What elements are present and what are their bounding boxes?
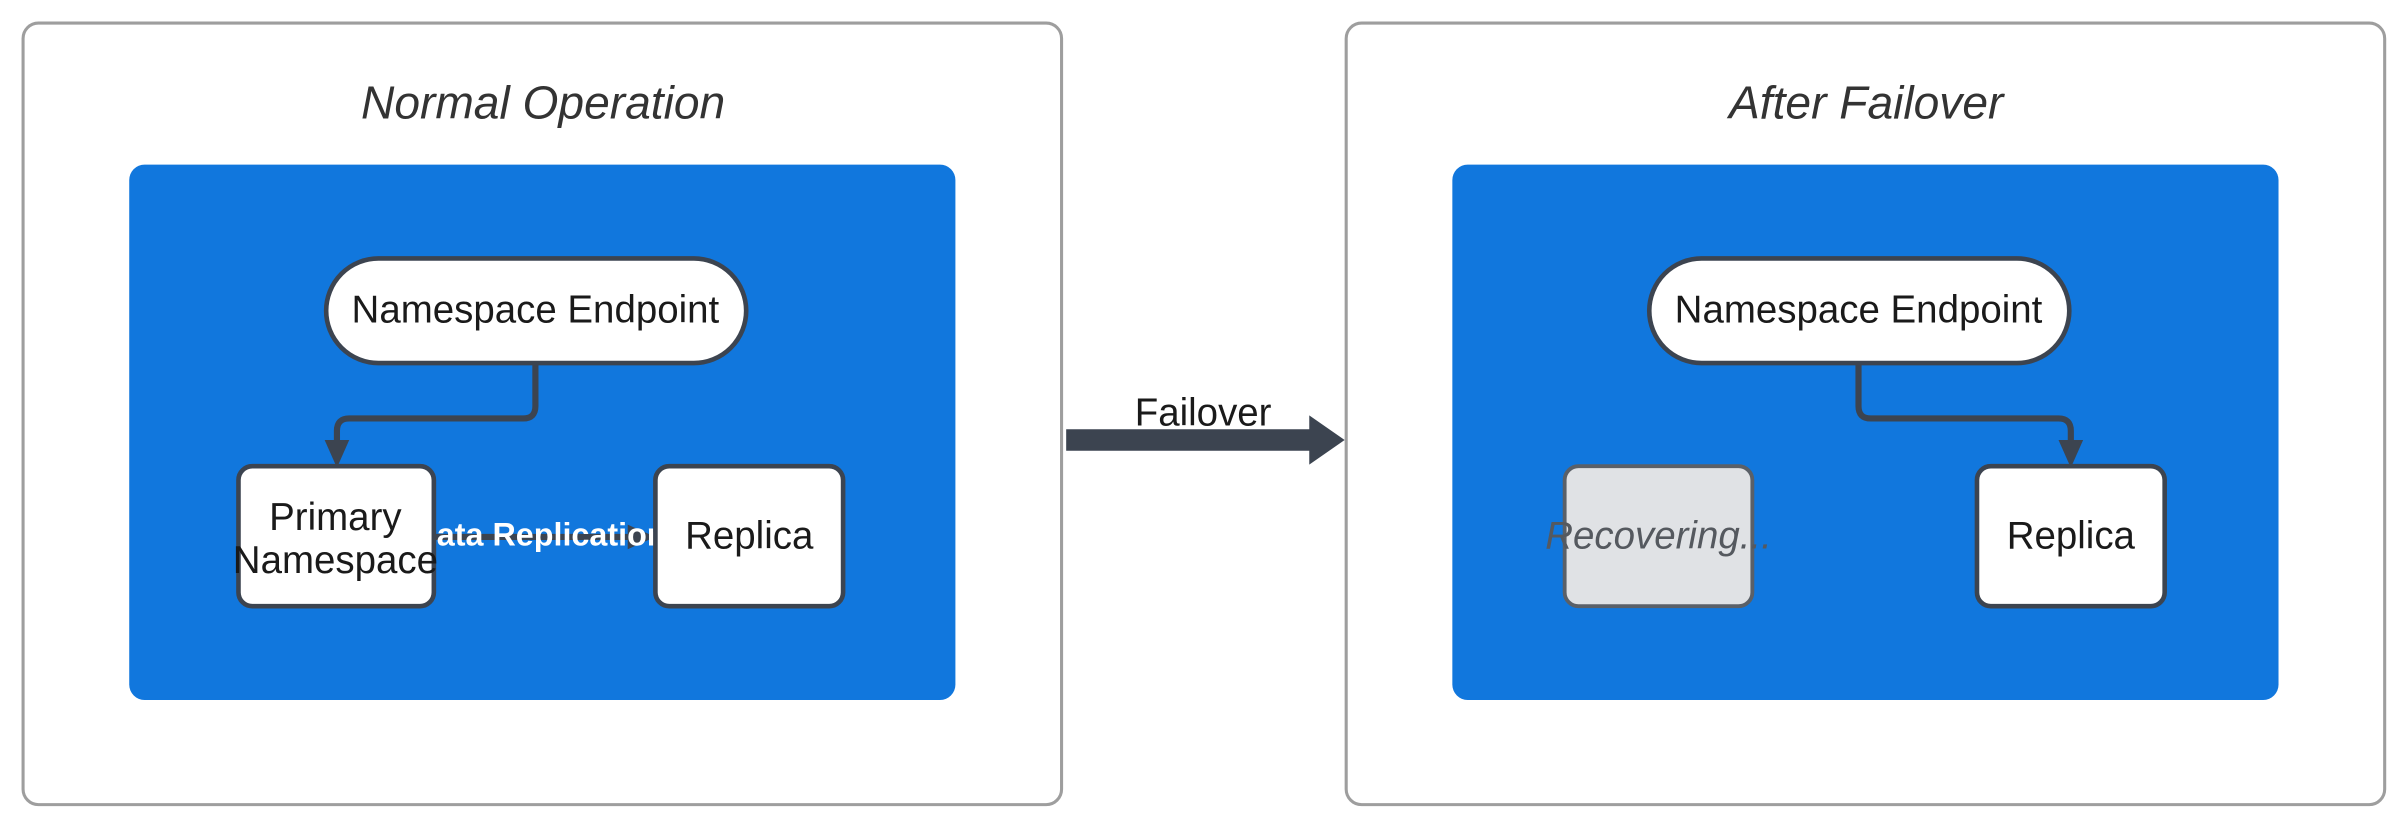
edge-endpoint-to-primary-path	[333, 363, 539, 450]
transition-failover: Failover	[1066, 392, 1345, 465]
edge-primary-to-replica-arrowhead	[627, 524, 656, 550]
node-namespace-endpoint-2[interactable]: Namespace Endpoint	[1646, 256, 2072, 366]
node-namespace-endpoint-2-shape[interactable]	[1646, 256, 2072, 366]
node-recovering[interactable]: Recovering...	[1545, 464, 1772, 609]
edge-endpoint-to-replica-path	[1855, 363, 2074, 450]
panel-title-after-failover: After Failover	[1726, 76, 2005, 128]
panel-after-failover: After Failover Namespace Endpoint Recove…	[1344, 21, 2387, 807]
edge-primary-to-replica: Data Replication	[413, 516, 666, 552]
region-blue-after-failover	[1452, 164, 2279, 701]
node-recovering-label: Recovering...	[1545, 515, 1772, 558]
node-replica-label: Replica	[685, 515, 814, 558]
node-primary-namespace-shape[interactable]	[236, 463, 437, 609]
edge-label-data-replication: Data Replication	[413, 516, 666, 552]
node-replica-shape[interactable]	[653, 463, 846, 609]
node-replica[interactable]: Replica	[653, 463, 846, 609]
node-namespace-endpoint[interactable]: Namespace Endpoint	[323, 256, 749, 366]
node-namespace-endpoint-2-label: Namespace Endpoint	[1675, 288, 2043, 331]
panel-normal-operation: Normal Operation Data Replication Namesp…	[21, 21, 1064, 807]
node-replica-2-shape[interactable]	[1974, 463, 2167, 609]
failover-arrow-shape	[1066, 415, 1345, 465]
region-blue-normal-operation	[129, 164, 956, 701]
node-namespace-endpoint-label: Namespace Endpoint	[352, 288, 720, 331]
node-primary-namespace-label-line-1: Primary	[269, 496, 402, 539]
edge-endpoint-to-primary-arrowhead	[324, 440, 350, 468]
node-recovering-shape[interactable]	[1562, 464, 1755, 609]
node-replica-2[interactable]: Replica	[1974, 463, 2167, 609]
node-primary-namespace-label-line-2: Namespace	[233, 539, 438, 582]
edge-endpoint-to-replica	[1855, 363, 2084, 468]
node-replica-2-label: Replica	[2007, 515, 2136, 558]
edge-endpoint-to-primary	[324, 363, 539, 468]
panel-title-normal-operation: Normal Operation	[361, 76, 725, 128]
edge-endpoint-to-replica-arrowhead	[2058, 440, 2084, 468]
node-primary-namespace[interactable]: Primary Namespace	[233, 463, 438, 609]
node-namespace-endpoint-shape[interactable]	[323, 256, 749, 366]
failover-arrow-label: Failover	[1135, 392, 1272, 435]
